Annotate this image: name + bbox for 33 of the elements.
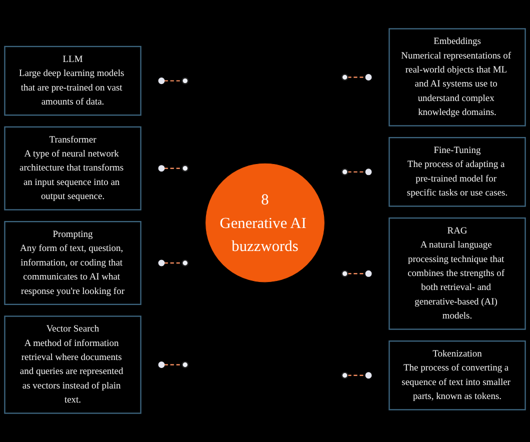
connector: [348, 374, 366, 376]
node-circle: 8 Generative AI buzzwords: [206, 163, 324, 282]
node-circle: [341, 74, 348, 81]
node-box: Prompting Any form of text, question, information, or coding that communicates to AI what response you're looking for: [4, 221, 142, 305]
node-box: Vector Search A method of information retrieval where documents and queries are represented as vectors instead of plain text.: [4, 316, 142, 414]
node-box: Fine-Tuning The process of adapting a pre-trained model for specific tasks or use cases.: [388, 137, 526, 207]
node-circle: [365, 74, 372, 81]
node-circle: [341, 270, 348, 278]
node-circle: [365, 168, 372, 176]
connector: [348, 76, 366, 78]
node-circle: [182, 361, 189, 368]
node-circle: [365, 270, 372, 277]
node-circle: [182, 77, 189, 84]
connector: [164, 80, 182, 82]
node-box: Embeddings Numerical representations of real-world objects that ML and AI systems use to understand complex knowledge domains.: [388, 28, 526, 126]
connector: [164, 262, 182, 264]
node-circle: [341, 372, 348, 379]
node-box: LLM Large deep learning models that are pre-trained on vast amounts of data.: [4, 46, 142, 116]
node-circle: [182, 259, 189, 267]
node-circle: [158, 78, 165, 84]
node-box: Tokenization The process of converting a sequence of text into smaller parts, known as tokens.: [388, 340, 526, 410]
node-circle: [158, 260, 165, 266]
connector: [164, 364, 182, 366]
connector: [164, 168, 182, 169]
node-box: Transformer A type of neural network architecture that transforms an input sequence into an output sequence.: [4, 126, 142, 210]
connector: [348, 171, 366, 172]
node-box: RAG A natural language processing technique that combines the strengths of both retrieval- and generative-based (AI) models.: [388, 217, 526, 330]
node-circle: [365, 372, 372, 379]
node-circle: [182, 164, 189, 172]
node-circle: [158, 361, 165, 368]
connector: [348, 273, 366, 274]
node-circle: [341, 168, 348, 176]
node-circle: [158, 165, 165, 172]
